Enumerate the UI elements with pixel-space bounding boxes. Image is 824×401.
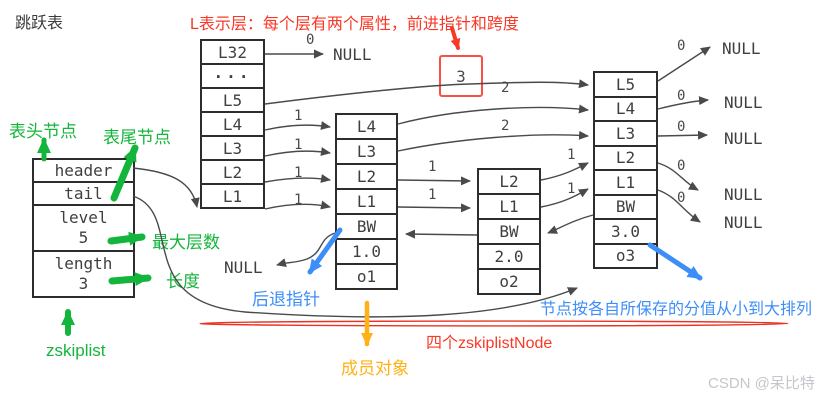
node2-bw: BW [477, 218, 541, 245]
node1-l4: L4 [335, 113, 398, 140]
span-node1-l1: 1 [428, 187, 437, 203]
header-level-column: L32 ··· L5 L4 L3 L2 L1 [200, 39, 265, 209]
null-node3-l3: NULL [724, 129, 763, 148]
level-cell-l32: L32 [200, 39, 265, 65]
sorted-note-label: 节点按各自所保存的分值从小到大排列 [540, 301, 813, 318]
zskiplist-row-tail: tail [32, 181, 135, 206]
span-node1-l2: 1 [428, 159, 437, 175]
span-node3-l2: 0 [677, 158, 686, 174]
watermark: CSDN @呆比特 [708, 375, 815, 392]
arrow-node1-l1-to-node2 [397, 203, 471, 213]
node1-l2: L2 [335, 163, 398, 190]
null-node3-l1: NULL [724, 213, 763, 232]
span-l32: 0 [306, 32, 315, 48]
span-header-l4: 1 [294, 108, 303, 124]
node3-score: 3.0 [593, 218, 658, 245]
zskiplist-row-level: level 5 [32, 204, 135, 252]
node3-l5: L5 [593, 71, 658, 98]
level-cell-l3: L3 [200, 135, 265, 161]
node3-l2: L2 [593, 144, 658, 171]
arrow-node1-l3-to-node3 [397, 130, 589, 152]
arrow-header-to-column [132, 167, 200, 208]
zskiplist-label: zskiplist [46, 341, 106, 360]
row-label: length [54, 254, 113, 273]
node1-member: o1 [335, 263, 398, 290]
row-value: 3 [78, 274, 89, 293]
zskiplistnode-2: L2 L1 BW 2.0 o2 [477, 168, 541, 295]
row-label: tail [64, 184, 103, 203]
node1-bw: BW [335, 213, 398, 240]
length-label: 长度 [166, 272, 200, 291]
null-l32: NULL [333, 45, 372, 64]
level-cell-l2: L2 [200, 159, 265, 185]
node2-l2: L2 [477, 168, 541, 195]
level-cell-l5: L5 [200, 87, 265, 113]
span-header-l1: 1 [294, 192, 303, 208]
arrow-node3-l3-to-null [657, 130, 708, 140]
four-nodes-label: 四个zskiplistNode [426, 335, 553, 352]
row-label: level [59, 208, 108, 227]
member-object-label: 成员对象 [341, 359, 409, 378]
span-header-l3: 1 [294, 137, 303, 153]
layer-note: L表示层：每个层有两个属性，前进指针和跨度 [190, 16, 519, 33]
node3-l3: L3 [593, 120, 658, 147]
node2-member: o2 [477, 268, 541, 295]
arrow-node1-bw-to-null [276, 232, 336, 267]
span-header-l2: 1 [294, 165, 303, 181]
zskiplist-row-length: length 3 [32, 250, 135, 298]
node3-l4: L4 [593, 95, 658, 122]
level-cell-ellipsis: ··· [200, 63, 265, 89]
zskiplist-struct-box: header tail level 5 length 3 [32, 158, 135, 298]
span-highlight-box: 3 [439, 55, 483, 97]
head-node-label: 表头节点 [9, 122, 77, 141]
node2-score: 2.0 [477, 243, 541, 270]
arrow-node1-l4-to-node3 [397, 104, 589, 125]
arrow-node3-bw-to-node2 [547, 214, 594, 234]
max-level-label: 最大层数 [152, 233, 220, 252]
arrow-node2-l1-to-node3 [540, 188, 589, 208]
node1-l3: L3 [335, 138, 398, 165]
node2-l1: L1 [477, 193, 541, 220]
red-underline [199, 320, 789, 327]
span-node1-l3: 2 [501, 118, 510, 134]
row-label: header [54, 161, 113, 180]
span-node3-l5: 0 [677, 38, 686, 54]
arrow-node2-l2-to-node3 [540, 162, 589, 181]
span-value: 3 [456, 66, 466, 86]
back-pointer-label: 后退指针 [252, 290, 320, 309]
span-node3-l4: 0 [677, 88, 686, 104]
node3-bw: BW [593, 193, 658, 220]
span-node3-l1: 0 [677, 190, 686, 206]
arrow-header-l4-to-node1 [264, 121, 331, 131]
arrow-header-l5-to-node3 [264, 79, 589, 105]
span-node2-l1: 1 [567, 181, 576, 197]
node3-member: o3 [593, 242, 658, 269]
arrow-node1-l2-to-node2 [397, 176, 471, 186]
page-title: 跳跃表 [15, 15, 64, 32]
null-backward: NULL [224, 258, 263, 277]
node1-l1: L1 [335, 188, 398, 215]
node3-l1: L1 [593, 169, 658, 196]
span-node1-l4: 2 [501, 80, 510, 96]
tail-node-label: 表尾节点 [103, 128, 171, 147]
level-cell-l4: L4 [200, 111, 265, 137]
zskiplistnode-1: L4 L3 L2 L1 BW 1.0 o1 [335, 113, 398, 290]
span-node2-l2: 1 [567, 147, 576, 163]
level-cell-l1: L1 [200, 183, 265, 209]
arrow-node2-bw-to-node1 [405, 229, 478, 239]
null-node3-l4: NULL [724, 93, 763, 112]
zskiplistnode-3: L5 L4 L3 L2 L1 BW 3.0 o3 [593, 71, 658, 269]
null-node3-l2: NULL [724, 185, 763, 204]
span-node3-l3: 0 [677, 119, 686, 135]
zskiplist-row-header: header [32, 158, 135, 183]
null-node3-l5: NULL [722, 39, 761, 58]
node1-score: 1.0 [335, 238, 398, 265]
row-value: 5 [78, 228, 89, 247]
